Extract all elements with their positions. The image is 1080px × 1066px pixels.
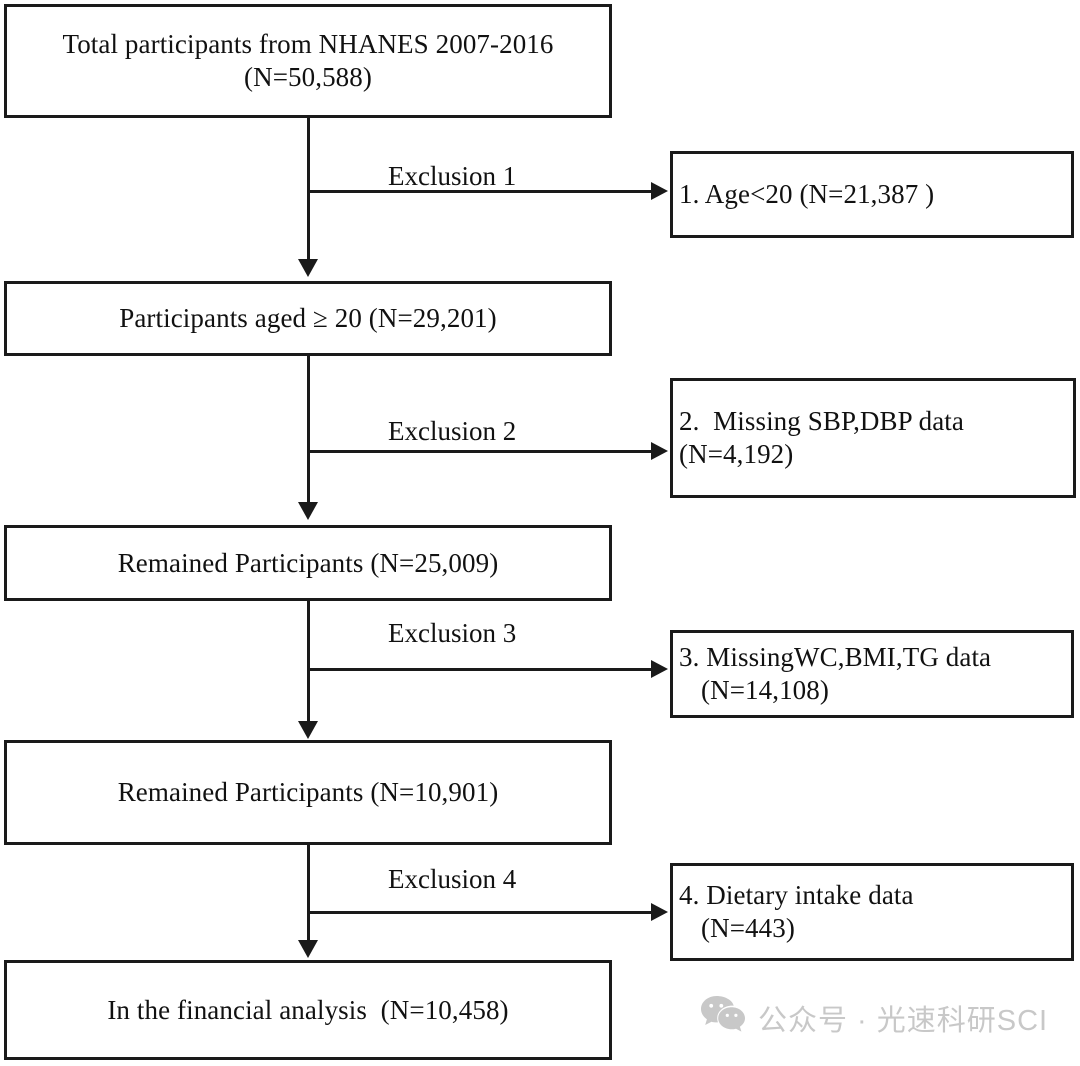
exclusion-box-4: 4. Dietary intake data (N=443): [670, 863, 1074, 961]
node-text-line: 2. Missing SBP,DBP data: [679, 406, 964, 437]
node-text-line: Remained Participants (N=25,009): [117, 547, 499, 578]
connector-branch-2: [307, 450, 651, 453]
node-text-line: Participants aged ≥ 20 (N=29,201): [119, 303, 497, 334]
edge-label-exclusion-3: Exclusion 3: [388, 618, 517, 648]
node-text-line: 1. Age<20 (N=21,387 ): [679, 179, 935, 210]
connector-arrowhead-down-4: [298, 940, 318, 958]
node-text-line: In the financial analysis (N=10,458): [107, 994, 509, 1025]
flow-node-participants-aged-20: Participants aged ≥ 20 (N=29,201): [4, 281, 612, 356]
connector-vertical-2: [307, 356, 310, 502]
connector-arrowhead-right-2: [651, 442, 668, 460]
connector-vertical-4: [307, 845, 310, 940]
node-text-line: Total participants from NHANES 2007-2016: [62, 29, 554, 60]
flow-node-final-analysis: In the financial analysis (N=10,458): [4, 960, 612, 1060]
edge-label-exclusion-1: Exclusion 1: [388, 161, 517, 191]
node-text-line: (N=50,588): [244, 62, 372, 92]
node-text-line: 3. MissingWC,BMI,TG data: [679, 642, 992, 673]
connector-vertical-1: [307, 118, 310, 259]
connector-branch-3: [307, 668, 651, 671]
connector-arrowhead-down-2: [298, 502, 318, 520]
exclusion-box-2: 2. Missing SBP,DBP data (N=4,192): [670, 378, 1076, 498]
node-text-line: (N=4,192): [679, 439, 794, 469]
edge-label-exclusion-4: Exclusion 4: [388, 864, 517, 894]
connector-arrowhead-right-1: [651, 182, 668, 200]
connector-arrowhead-right-4: [651, 903, 668, 921]
connector-branch-1: [307, 190, 651, 193]
node-text-line: (N=14,108): [701, 675, 829, 705]
node-text-line: Remained Participants (N=10,901): [117, 777, 499, 808]
connector-arrowhead-down-1: [298, 259, 318, 277]
exclusion-box-3: 3. MissingWC,BMI,TG data (N=14,108): [670, 630, 1074, 718]
flow-node-total-participants: Total participants from NHANES 2007-2016…: [4, 4, 612, 118]
connector-branch-4: [307, 911, 651, 914]
watermark-text: 公众号 · 光速科研SCI: [758, 1005, 1049, 1037]
flow-node-remained-participants-25009: Remained Participants (N=25,009): [4, 525, 612, 601]
node-text-line: 4. Dietary intake data: [679, 880, 914, 911]
watermark: 公众号 · 光速科研SCI: [700, 995, 1048, 1041]
connector-arrowhead-right-3: [651, 660, 668, 678]
connector-vertical-3: [307, 601, 310, 721]
exclusion-box-1: 1. Age<20 (N=21,387 ): [670, 151, 1074, 238]
flow-node-remained-participants-10901: Remained Participants (N=10,901): [4, 740, 612, 845]
edge-label-exclusion-2: Exclusion 2: [388, 416, 517, 446]
node-text-line: (N=443): [701, 913, 795, 943]
connector-arrowhead-down-3: [298, 721, 318, 739]
wechat-icon: [700, 995, 746, 1041]
